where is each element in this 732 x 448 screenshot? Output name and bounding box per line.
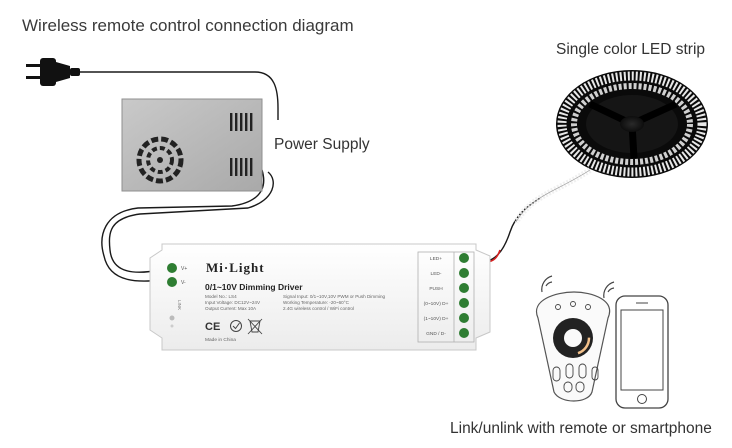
driver-brand: Mi·Light: [206, 260, 265, 275]
output-terminal-screw: [459, 268, 469, 278]
output-terminal-screw: [459, 283, 469, 293]
led-indicator-icon: [169, 315, 175, 328]
wireless-signal-icon-remote: [541, 275, 553, 293]
ps-output-wire: [108, 171, 274, 273]
terminal-label-v-plus: V+: [181, 266, 187, 272]
output-terminal-screw: [459, 253, 469, 263]
spec-output-current: Output Current: Max 10A: [205, 306, 257, 311]
spec-signal-input: Signal Input: 0/1~10V,10V PWM or Push Di…: [283, 294, 386, 299]
output-terminals: LED+ LED- PUSH (0~10V) D+ (1~10V) D+ GND / D-: [424, 253, 469, 338]
power-supply-label: Power Supply: [274, 136, 370, 153]
output-terminal-label: LED+: [430, 256, 442, 262]
led-strip-label: Single color LED strip: [556, 41, 706, 58]
output-terminal-label: GND / D-: [426, 331, 446, 337]
output-terminal-label: PUSH: [429, 286, 443, 292]
spec-working-temp: Working Temperature: -20~60°C: [283, 300, 350, 305]
diagram-title: Wireless remote control connection diagr…: [22, 16, 354, 35]
spec-wireless: 2.4G wireless control / WiFi control: [283, 306, 354, 311]
power-plug-icon: [26, 58, 80, 86]
output-terminal-screw: [459, 313, 469, 323]
smartphone: [603, 281, 669, 409]
output-terminal-screw: [459, 328, 469, 338]
weee-bin-icon: [247, 318, 263, 335]
output-terminal-label: (1~10V) D+: [424, 316, 449, 322]
wireless-signal-icon-phone: [603, 281, 615, 299]
output-terminal-label: (0~10V) D+: [424, 301, 449, 307]
spec-model: Model No.: LS4: [205, 294, 237, 299]
output-terminal-block: [417, 251, 475, 343]
strip-tail: [513, 167, 592, 224]
mains-cord: [78, 71, 279, 120]
driver-product-name: 0/1~10V Dimming Driver: [205, 282, 303, 292]
remote-buttons: [552, 301, 599, 393]
spec-input-voltage: Input Voltage: DC12V~24V: [205, 300, 261, 305]
touch-wheel-icon: [553, 318, 593, 358]
terminal-label-v-minus: V-: [181, 280, 186, 286]
link-side-text: LINK: [177, 300, 182, 310]
fan-icon: [136, 136, 184, 184]
rohs-check-icon: [230, 320, 242, 332]
output-terminal-screw: [459, 298, 469, 308]
power-supply-unit: [121, 98, 263, 192]
made-in-text: Made in China: [205, 337, 236, 343]
link-unlink-label: Link/unlink with remote or smartphone: [450, 420, 712, 437]
vent-slots-icon: [230, 113, 253, 176]
ce-mark: CE: [205, 321, 220, 333]
output-terminal-label: LED-: [431, 271, 442, 277]
ps-output-wire-2: [101, 169, 265, 282]
home-button-icon: [637, 394, 647, 404]
dimming-driver: V+ V- LINK Mi·Light 0/1~10V Dimming Driv…: [149, 243, 491, 351]
input-terminal-block: V+ V-: [167, 263, 187, 287]
remote-control: [535, 275, 611, 402]
led-strip-reel: [513, 70, 708, 224]
